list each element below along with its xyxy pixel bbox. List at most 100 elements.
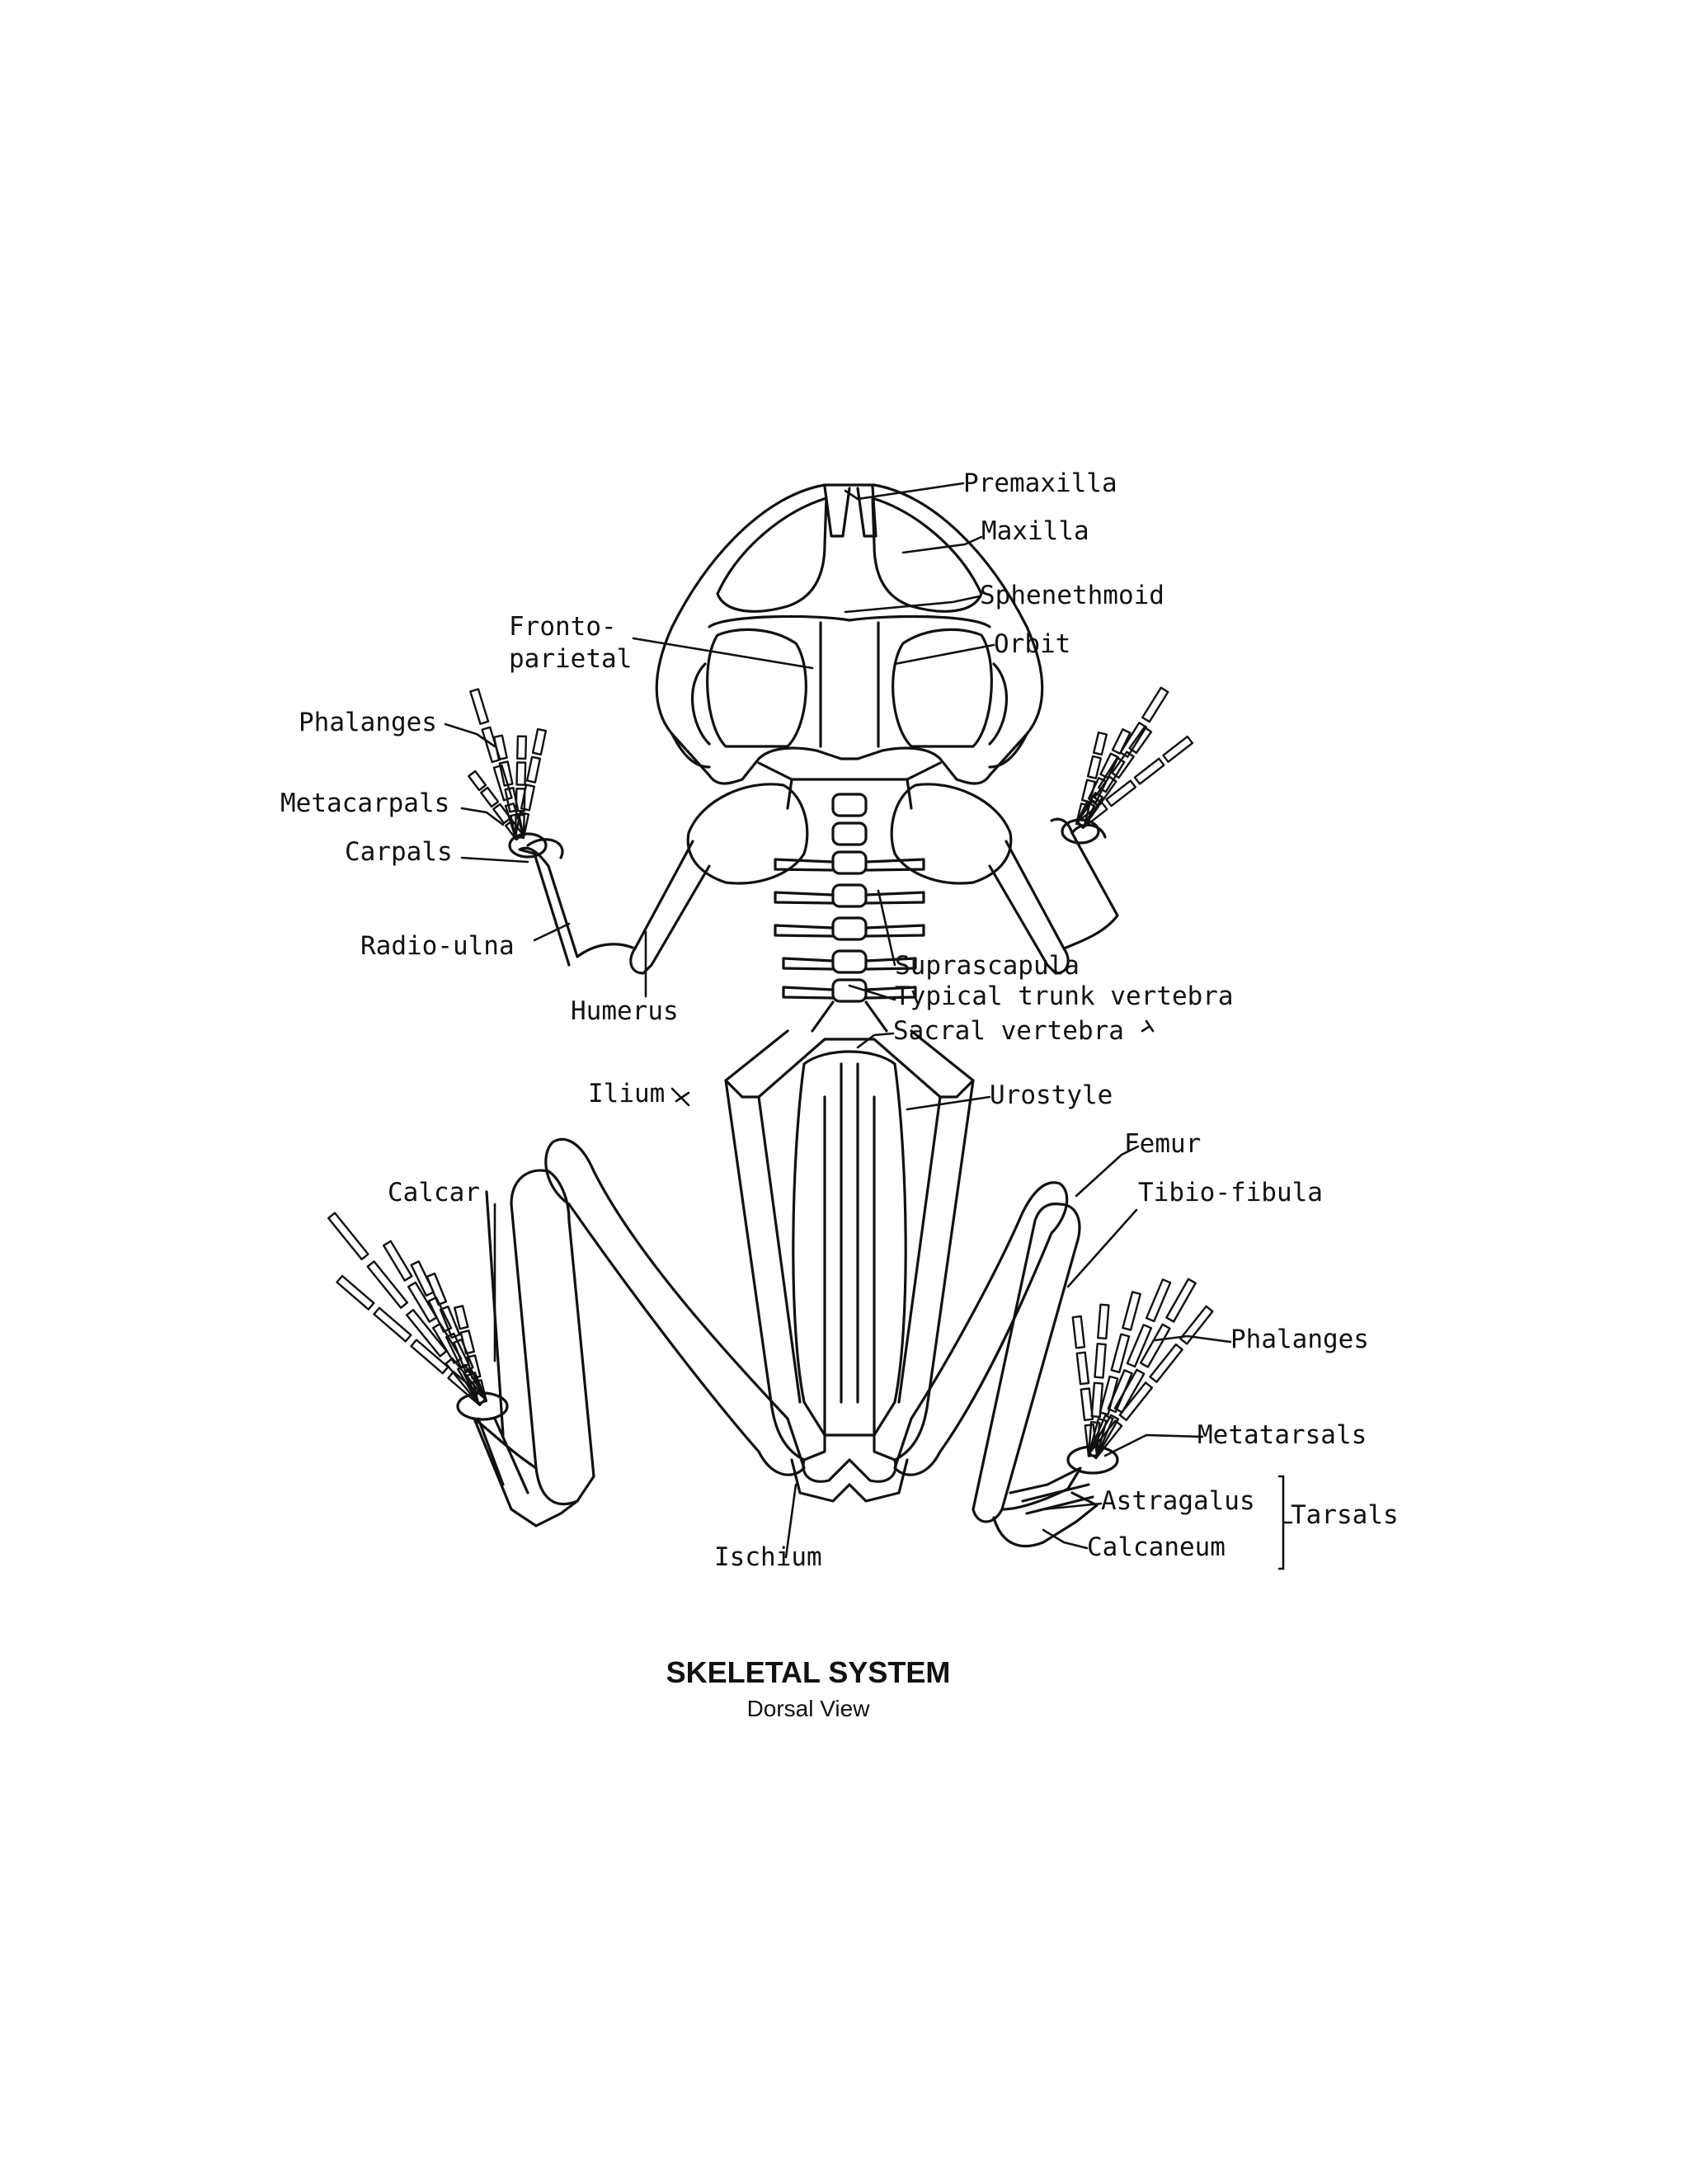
label-sacral-vertebra: Sacral vertebra	[893, 1016, 1124, 1046]
leader-lines	[444, 482, 1293, 1570]
left-forelimb	[468, 688, 711, 975]
left-foot-phalanx	[463, 1368, 487, 1405]
label-premaxilla: Premaxilla	[963, 468, 1117, 498]
right-hand-phalanx	[1119, 722, 1147, 758]
diagram-title: SKELETAL SYSTEM	[666, 1655, 951, 1689]
label-urostyle: Urostyle	[990, 1080, 1113, 1110]
vertebra	[831, 850, 868, 875]
left-foot-phalanx	[454, 1305, 469, 1330]
transverse-process	[864, 924, 925, 938]
vertebra	[831, 821, 868, 846]
right-hand-phalanx	[1092, 731, 1108, 756]
left-hand-phalanx	[469, 688, 490, 725]
label-metatarsals: Metatarsals	[1197, 1420, 1367, 1450]
left-hand-phalanx	[520, 784, 536, 812]
label-ilium: Ilium	[588, 1079, 665, 1108]
left-hand-phalanx	[531, 727, 548, 755]
right-foot-phalanx	[1145, 1278, 1172, 1323]
left-foot-phalanx	[426, 1272, 448, 1306]
right-hand-phalanx	[1105, 779, 1137, 807]
vertebra	[831, 978, 868, 1003]
left-foot-phalanx	[432, 1322, 463, 1364]
transverse-process	[864, 858, 925, 872]
left-foot-phalanx	[336, 1274, 375, 1311]
vertebral-column	[757, 761, 942, 1033]
left-foot-phalanx	[459, 1330, 476, 1355]
pelvis	[724, 1029, 975, 1503]
right-hand-phalanx	[1111, 751, 1135, 779]
left-foot-phalanx	[410, 1260, 435, 1297]
left-carpal	[508, 832, 548, 859]
right-foot-phalanx	[1080, 1387, 1094, 1422]
label-metacarpals: Metacarpals	[280, 788, 449, 818]
label-phalanges-foot: Phalanges	[1230, 1325, 1369, 1354]
right-foot-phalanx	[1088, 1419, 1123, 1460]
label-carpals: Carpals	[345, 837, 453, 867]
transverse-process	[782, 957, 835, 971]
label-sphenethmoid: Sphenethmoid	[980, 581, 1164, 610]
left-foot-phalanx	[466, 1371, 487, 1405]
sacral-process	[811, 1000, 888, 1033]
left-foot-phalanx	[439, 1305, 461, 1339]
transverse-process	[774, 924, 835, 938]
transverse-process	[774, 891, 835, 905]
label-suprascapula: Suprascapula	[895, 951, 1080, 981]
left-foot-phalanx	[383, 1240, 413, 1282]
label-typical-trunk-vertebra: Typical trunk vertebra	[895, 981, 1234, 1011]
right-foot-phalanx	[1113, 1368, 1146, 1414]
right-foot-phalanx	[1088, 1414, 1120, 1459]
right-hand-phalanx	[1086, 755, 1103, 779]
left-hand-phalanx	[516, 735, 528, 760]
left-hand-phalanx	[492, 764, 513, 802]
label-fronto-parietal-line2: parietal	[509, 644, 632, 674]
right-foot-phalanx	[1149, 1343, 1183, 1383]
right-forelimb	[988, 686, 1194, 975]
right-suprascapula	[890, 783, 1013, 885]
vertebra	[831, 793, 868, 817]
right-hand-phalanx	[1087, 777, 1108, 803]
label-astragalus: Astragalus	[1101, 1486, 1255, 1516]
skull	[655, 483, 1044, 785]
right-hindlimb	[893, 1181, 1214, 1548]
left-foot-phalanx	[410, 1339, 449, 1375]
transverse-process	[864, 891, 925, 905]
label-tibio-fibula: Tibio-fibula	[1138, 1178, 1323, 1207]
right-foot-phalanx	[1122, 1291, 1141, 1331]
left-hand-phalanx	[492, 803, 512, 825]
label-ischium: Ischium	[714, 1542, 822, 1572]
vertebra	[831, 883, 868, 908]
right-hand-phalanx	[1093, 775, 1117, 804]
right-foot-phalanx	[1179, 1305, 1214, 1345]
left-hand-phalanx	[498, 760, 514, 787]
left-foot-phalanx	[406, 1308, 448, 1358]
right-foot-phalanx	[1126, 1324, 1153, 1368]
left-foot-phalanx	[327, 1212, 369, 1261]
left-suprascapula	[686, 783, 809, 885]
right-hand-phalanx	[1128, 726, 1153, 755]
left-foot-phalanx	[407, 1281, 438, 1323]
right-hand-phalanx	[1098, 756, 1126, 793]
vertebra	[831, 949, 868, 974]
left-foot-phalanx	[466, 1354, 482, 1380]
left-hand-phalanx	[510, 812, 525, 840]
right-hand-phalanx	[1075, 792, 1103, 828]
left-hand-phalanx	[492, 734, 508, 760]
left-foot-phalanx	[427, 1296, 453, 1333]
caption: SKELETAL SYSTEM Dorsal View	[666, 1655, 951, 1721]
transverse-process	[864, 957, 917, 971]
right-foot-phalanx	[1075, 1351, 1090, 1386]
vertebra	[831, 916, 868, 941]
right-hand-phalanx	[1133, 757, 1165, 785]
left-foot-phalanx	[366, 1260, 409, 1309]
left-hand-phalanx	[515, 787, 526, 812]
label-humerus: Humerus	[571, 996, 679, 1026]
label-calcaneum: Calcaneum	[1087, 1532, 1226, 1562]
left-hand-phalanx	[514, 812, 530, 840]
left-foot-phalanx	[472, 1379, 488, 1405]
left-hand-phalanx	[525, 755, 542, 784]
right-foot-phalanx	[1165, 1278, 1197, 1323]
right-foot-phalanx	[1094, 1343, 1107, 1379]
left-hand-phalanx	[515, 761, 527, 786]
labels: Premaxilla Maxilla Sphenethmoid Fronto- …	[280, 468, 1399, 1572]
label-tarsals: Tarsals	[1291, 1500, 1399, 1530]
